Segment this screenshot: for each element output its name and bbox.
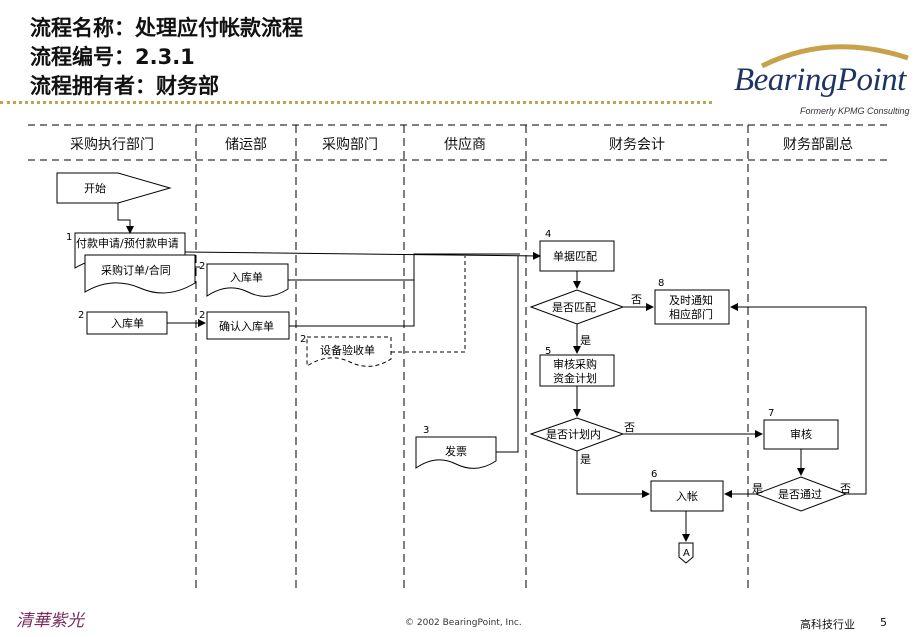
connector-a-label: A	[683, 548, 690, 559]
org-logo: 清華紫光	[16, 611, 84, 631]
start-node	[56, 172, 172, 204]
lane-header-procurement-exec: 采购执行部门	[70, 137, 154, 153]
step-number-2a: 2	[78, 310, 84, 321]
lane-header-purchasing: 采购部门	[322, 137, 378, 153]
connector-a	[678, 542, 694, 564]
lane-header-supplier: 供应商	[444, 137, 486, 153]
process-number: 流程编号：2.3.1	[30, 45, 195, 69]
invoice-doc	[415, 436, 497, 469]
equipment-check-doc	[306, 336, 392, 367]
audit-label: 审核	[790, 427, 812, 441]
step-number-1: 1	[66, 232, 72, 243]
edge-yes-match: 是	[580, 334, 591, 347]
notify-line-1: 及时通知	[669, 293, 713, 307]
review-plan-line-2: 资金计划	[553, 371, 597, 385]
logo-arc	[760, 44, 909, 68]
confirm-receipt-box	[206, 311, 290, 340]
step-number-6: 6	[651, 469, 657, 480]
step-number-3: 3	[423, 425, 429, 436]
lane-header-storage: 储运部	[225, 137, 267, 153]
flow-lines	[117, 203, 867, 542]
process-owner: 流程拥有者：财务部	[30, 74, 219, 98]
notify-line-2: 相应部门	[669, 307, 713, 321]
receipt-storage-label: 入库单	[111, 317, 144, 330]
is-match-label: 是否匹配	[552, 301, 596, 314]
invoice-label: 发票	[445, 444, 467, 458]
review-plan-box	[539, 354, 615, 387]
bearingpoint-logo: BearingPoint	[734, 62, 906, 98]
review-plan-line-1: 审核采购	[553, 357, 597, 371]
footer-sector: 高科技行业	[800, 618, 855, 631]
logo-tagline: Formerly KPMG Consulting	[800, 106, 910, 116]
edge-no-plan: 否	[624, 421, 635, 434]
receipt-doc	[206, 263, 289, 297]
notify-label: 及时通知 相应部门	[669, 293, 717, 321]
review-plan-label: 审核采购 资金计划	[553, 357, 601, 385]
step-number-7: 7	[768, 408, 774, 419]
posting-label: 入帐	[676, 490, 698, 503]
pass-label: 是否通过	[778, 488, 822, 501]
step-number-5: 5	[545, 346, 551, 357]
equipment-check-label: 设备验收单	[320, 343, 375, 357]
purchase-order-label: 采购订单/合同	[101, 263, 171, 277]
purchase-order-doc	[84, 254, 196, 294]
edge-yes-plan: 是	[580, 453, 591, 466]
step-number-8: 8	[658, 278, 664, 289]
start-label: 开始	[84, 181, 106, 195]
edge-no-pass: 否	[840, 482, 851, 495]
step-number-2b: 2	[199, 261, 205, 272]
in-plan-label: 是否计划内	[546, 427, 601, 441]
notify-box	[654, 289, 730, 325]
payment-request-label: 付款申请/预付款申请	[76, 236, 179, 250]
confirm-receipt-label: 确认入库单	[219, 320, 274, 333]
step-number-2d: 2	[300, 334, 306, 345]
page-number: 5	[880, 616, 887, 629]
audit-box	[763, 419, 839, 450]
step-number-2c: 2	[199, 310, 205, 321]
edge-no-match: 否	[631, 293, 642, 306]
edge-yes-pass: 是	[752, 482, 763, 495]
receipt-doc-label: 入库单	[230, 271, 263, 284]
lane-header-accounting: 财务会计	[609, 137, 665, 153]
swimlane-grid	[28, 124, 888, 590]
process-name: 流程名称：处理应付帐款流程	[30, 16, 303, 40]
lane-header-deputy-cfo: 财务部副总	[783, 137, 853, 153]
step-number-4: 4	[545, 229, 551, 240]
doc-match-label: 单据匹配	[553, 249, 597, 263]
footer-copyright: © 2002 BearingPoint, Inc.	[405, 618, 522, 628]
header-divider	[0, 101, 712, 104]
posting-box	[650, 480, 724, 512]
